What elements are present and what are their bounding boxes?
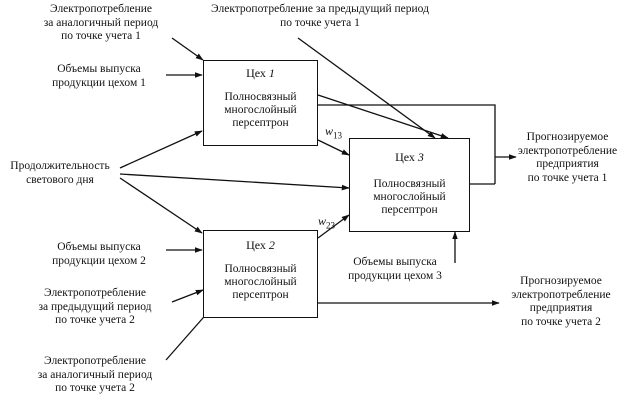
line-w1-bypass — [318, 104, 496, 184]
workshop-3-title: Цех 3 — [395, 150, 424, 164]
label-analog-p1: Электропотребление за аналогичный период… — [43, 3, 159, 42]
arrow-prev-p2-to-w2 — [171, 289, 204, 303]
arrow-daylight-to-w2 — [119, 177, 203, 234]
label-forecast-p1: Прогнозируемое электропотребление предпр… — [517, 131, 618, 184]
arrow-w1-to-w3-top — [317, 94, 449, 139]
arrow-daylight-to-w3 — [119, 173, 350, 191]
arrow-w13 — [317, 139, 350, 156]
weight-w13: w13 — [325, 124, 343, 141]
arrow-daylight-to-w1 — [119, 130, 203, 169]
weight-w23: w23 — [318, 214, 336, 231]
workshop-3-desc-3: персептрон — [381, 204, 438, 216]
label-output-w3: Объемы выпуска продукции цехом 3 — [348, 256, 442, 282]
workshop-3-box — [349, 138, 470, 232]
label-forecast-p2: Прогнозируемое электропотребление предпр… — [511, 275, 611, 328]
label-prev-p2: Электропотребление за предыдущий период … — [38, 287, 152, 326]
label-prev-p1: Электропотребление за предыдущий период … — [211, 3, 429, 29]
workshop-1-desc-1: Полносвязный — [224, 91, 297, 103]
workshop-2-box — [203, 230, 318, 318]
arrow-prev-p1-to-w3 — [297, 37, 436, 139]
workshop-2-desc-2: многослойный — [224, 276, 297, 288]
label-output-w1: Объемы выпуска продукции цехом 1 — [52, 63, 146, 89]
workshop-2-desc-1: Полносвязный — [224, 263, 297, 275]
arrow-analog-p1-to-w1 — [171, 37, 204, 61]
workshop-1-desc-2: многослойный — [224, 104, 297, 116]
label-output-w2: Объемы выпуска продукции цехом 2 — [52, 241, 146, 267]
arrow-analog-p2-to-w2 — [165, 309, 211, 361]
workshop-2-title: Цех 2 — [246, 238, 275, 252]
workshop-3-desc-1: Полносвязный — [373, 178, 446, 190]
workshop-1-box — [203, 60, 318, 146]
label-analog-p2: Электропотребление за аналогичный период… — [37, 355, 153, 394]
workshop-2-desc-3: персептрон — [232, 289, 289, 301]
workshop-3-desc-2: многослойный — [373, 191, 446, 203]
workshop-1-desc-3: персептрон — [232, 117, 289, 129]
workshop-1-title: Цех 1 — [246, 66, 275, 80]
arrow-w23 — [317, 214, 350, 239]
label-daylight: Продолжительность светового дня — [10, 160, 110, 186]
